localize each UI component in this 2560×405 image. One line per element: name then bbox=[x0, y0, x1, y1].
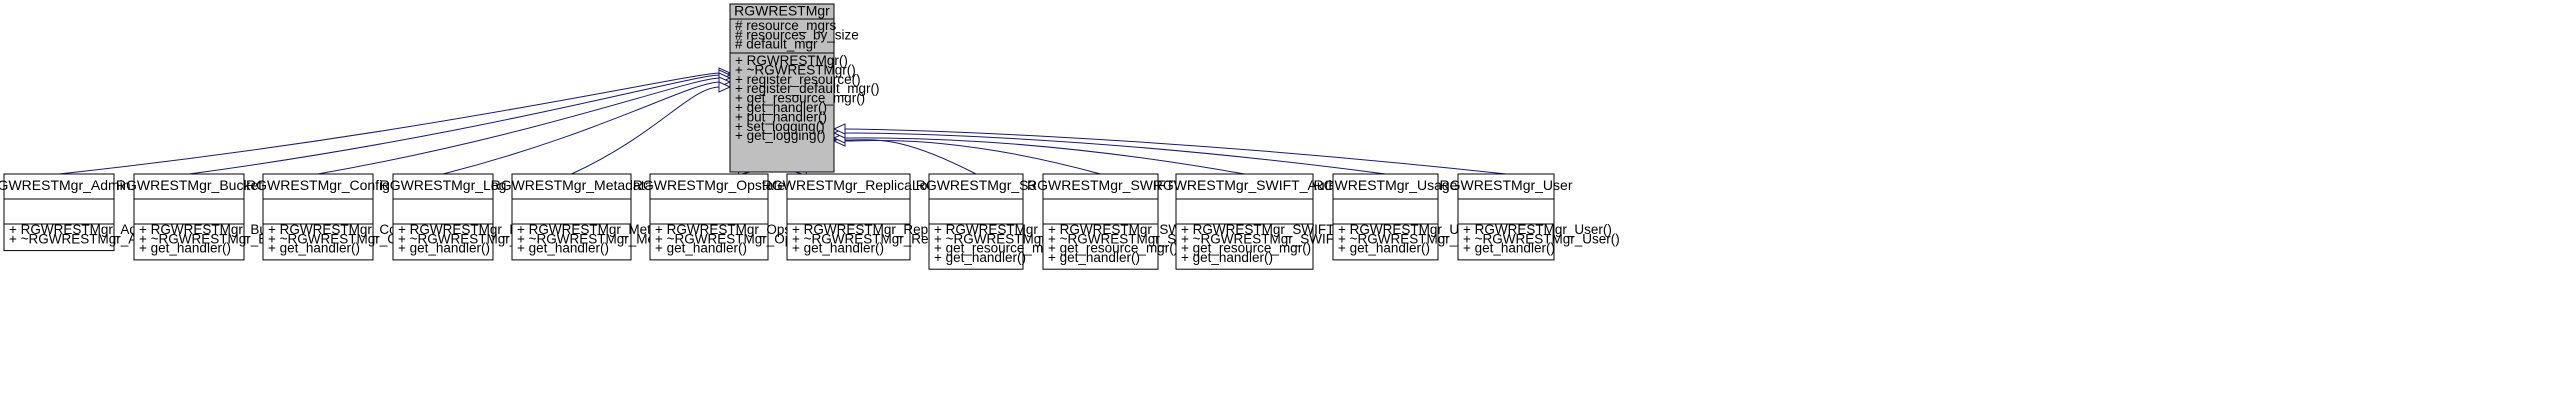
class-method: + RGWRESTMgr_SWIFT_Auth() bbox=[1181, 222, 1379, 237]
class-method: + ~RGWRESTMgr_User() bbox=[1463, 231, 1620, 246]
inheritance-edge bbox=[442, 81, 721, 175]
inheritance-edges bbox=[58, 67, 1507, 183]
inheritance-arrowhead bbox=[718, 81, 732, 93]
class-box bbox=[262, 173, 374, 261]
class-node-rgwrestmgr-usage[interactable]: RGWRESTMgr_Usage+ RGWRESTMgr_Usage()+ ~R… bbox=[1314, 173, 1506, 261]
class-method: + ~RGWRESTMgr_Log() bbox=[398, 231, 549, 246]
class-method: + set_logging() bbox=[735, 119, 825, 134]
class-box bbox=[1457, 173, 1555, 261]
class-box bbox=[392, 173, 494, 261]
inheritance-edge bbox=[188, 74, 721, 175]
class-box bbox=[1175, 173, 1314, 270]
class-name: RGWRESTMgr_Usage bbox=[1314, 177, 1458, 193]
class-method: + get_handler() bbox=[1463, 241, 1555, 256]
class-method: + RGWRESTMgr_Config() bbox=[268, 222, 427, 237]
class-name: RGWRESTMgr_User bbox=[1439, 177, 1572, 193]
class-box bbox=[928, 173, 1024, 270]
class-method: + get_handler() bbox=[268, 241, 360, 256]
class-box bbox=[1042, 173, 1159, 270]
class-method: + get_handler() bbox=[934, 250, 1026, 265]
class-name: RGWRESTMgr_Bucket bbox=[116, 177, 262, 193]
class-attribute: # resource_mgrs bbox=[735, 18, 837, 33]
class-method: + get_handler() bbox=[139, 241, 231, 256]
class-name: RGWRESTMgr_Admin bbox=[0, 177, 131, 193]
class-box bbox=[511, 173, 632, 261]
class-method: + RGWRESTMgr() bbox=[735, 53, 848, 68]
class-method: + get_logging() bbox=[735, 128, 825, 143]
class-method: + get_handler() bbox=[398, 241, 490, 256]
class-method: + RGWRESTMgr_Log() bbox=[398, 222, 541, 237]
class-attribute: # default_mgr bbox=[735, 37, 818, 52]
class-method: + get_resource_mgr() bbox=[735, 91, 865, 106]
class-node-rgwrestmgr-log[interactable]: RGWRESTMgr_Log + RGWRESTMgr_Log()+ ~RGWRE… bbox=[380, 173, 549, 261]
inheritance-edge bbox=[843, 137, 1245, 175]
class-box bbox=[786, 173, 911, 261]
class-node-rgwrestmgr-replicalog[interactable]: RGWRESTMgr_ReplicaLog+ RGWRESTMgr_Replic… bbox=[762, 173, 988, 261]
class-node-rgwrestmgr[interactable]: RGWRESTMgr# resource_mgrs# resources_by_… bbox=[729, 3, 879, 173]
inheritance-edge bbox=[843, 139, 977, 175]
class-method: + RGWRESTMgr_S3() bbox=[934, 222, 1071, 237]
class-box bbox=[3, 173, 115, 252]
class-method: + register_default_mgr() bbox=[735, 81, 879, 96]
class-node-rgwrestmgr-admin[interactable]: RGWRESTMgr_Admin+ RGWRESTMgr_Admin()+ ~R… bbox=[0, 173, 176, 252]
class-method: + get_resource_mgr() bbox=[1181, 241, 1311, 256]
class-name: RGWRESTMgr_SWIFT_Auth bbox=[1153, 177, 1337, 193]
class-name: RGWRESTMgr bbox=[734, 3, 830, 19]
inheritance-arrowhead bbox=[832, 123, 846, 135]
inheritance-edge bbox=[58, 72, 721, 175]
class-method: + get_handler() bbox=[735, 100, 827, 115]
class-method: + ~RGWRESTMgr() bbox=[735, 62, 856, 77]
class-attribute: # resources_by_size bbox=[735, 27, 859, 42]
class-method: + get_handler() bbox=[1048, 250, 1140, 265]
class-node-rgwrestmgr-s3[interactable]: RGWRESTMgr_S3+ RGWRESTMgr_S3()+ ~RGWREST… bbox=[916, 173, 1079, 270]
class-method: + put_handler() bbox=[735, 109, 827, 124]
inheritance-edge bbox=[843, 128, 1507, 175]
class-method: + RGWRESTMgr_User() bbox=[1463, 222, 1612, 237]
inheritance-edge bbox=[317, 77, 721, 175]
inheritance-edge bbox=[571, 86, 721, 175]
class-method: + RGWRESTMgr_Opstate() bbox=[655, 222, 823, 237]
class-method: + get_resource_mgr() bbox=[934, 241, 1064, 256]
class-method: + get_handler() bbox=[517, 241, 609, 256]
inheritance-edge bbox=[843, 132, 1386, 175]
class-method: + RGWRESTMgr_SWIFT() bbox=[1048, 222, 1210, 237]
class-method: + get_handler() bbox=[1181, 250, 1273, 265]
class-name: RGWRESTMgr_Log bbox=[380, 177, 507, 193]
class-box bbox=[649, 173, 769, 261]
class-name: RGWRESTMgr_Opstate bbox=[633, 177, 786, 193]
inheritance-edge bbox=[843, 140, 1101, 175]
class-node-rgwrestmgr-bucket[interactable]: RGWRESTMgr_Bucket + RGWRESTMgr_Bucket() + … bbox=[116, 173, 309, 261]
class-method: + register_resource() bbox=[735, 72, 861, 87]
derived-class-nodes: RGWRESTMgr_Admin + RGWRESTMgr_Admin() + ~R… bbox=[0, 173, 1620, 270]
class-method: + get_resource_mgr() bbox=[1048, 241, 1178, 256]
class-method: + get_handler() bbox=[1338, 241, 1430, 256]
class-name: RGWRESTMgr_Metadata bbox=[491, 177, 653, 193]
class-name: RGWRESTMgr_ReplicaLog bbox=[762, 177, 936, 193]
class-node-rgwrestmgr-swift[interactable]: RGWRESTMgr_SWIFT+ RGWRESTMgr_SWIFT()+ ~R… bbox=[1027, 173, 1218, 270]
class-box bbox=[133, 173, 245, 261]
class-method: + RGWRESTMgr_Bucket() bbox=[139, 222, 301, 237]
class-name: RGWRESTMgr_S3 bbox=[916, 177, 1037, 193]
class-box-rgwrestmgr bbox=[729, 3, 835, 173]
class-method: + RGWRESTMgr_Admin() bbox=[9, 222, 168, 237]
class-node-rgwrestmgr-swift-auth[interactable]: RGWRESTMgr_SWIFT_Auth + RGWRESTMgr_SWIFT_… bbox=[1153, 173, 1387, 270]
class-box bbox=[1332, 173, 1439, 261]
class-name: RGWRESTMgr_SWIFT bbox=[1027, 177, 1174, 193]
class-name: RGWRESTMgr_Config bbox=[246, 177, 390, 193]
class-node-rgwrestmgr-user[interactable]: RGWRESTMgr_User + RGWRESTMgr_User()+ ~RGW… bbox=[1439, 173, 1620, 261]
class-method: + get_handler() bbox=[792, 241, 884, 256]
class-method: + get_handler() bbox=[655, 241, 747, 256]
